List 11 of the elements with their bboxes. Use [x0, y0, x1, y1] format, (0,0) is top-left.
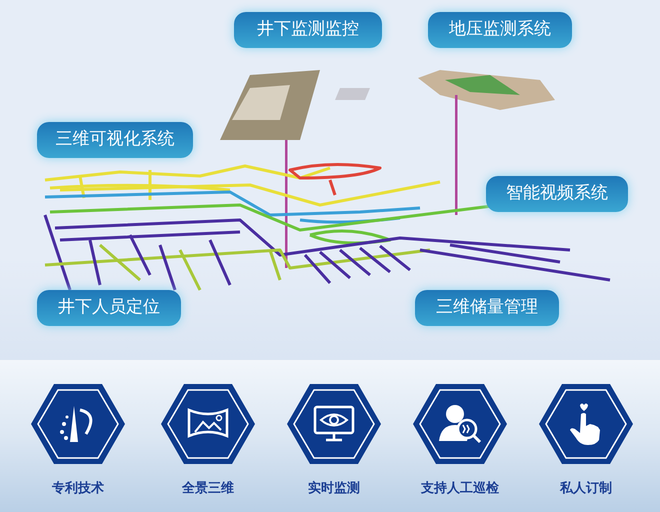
- feature-caption: 实时监测: [308, 480, 360, 498]
- label-pill: 智能视频系统: [486, 176, 628, 212]
- feature-caption: 全景三维: [182, 480, 234, 498]
- label-pill: 地压监测系统: [428, 12, 572, 48]
- feature-caption: 支持人工巡检: [421, 480, 499, 498]
- feature-caption: 私人订制: [560, 480, 612, 498]
- feature-caption: 专利技术: [52, 480, 104, 498]
- label-pill: 三维储量管理: [415, 290, 559, 326]
- label-pill: 井下监测监控: [234, 12, 382, 48]
- label-pill: 井下人员定位: [37, 290, 181, 326]
- label-pill: 三维可视化系统: [37, 122, 193, 158]
